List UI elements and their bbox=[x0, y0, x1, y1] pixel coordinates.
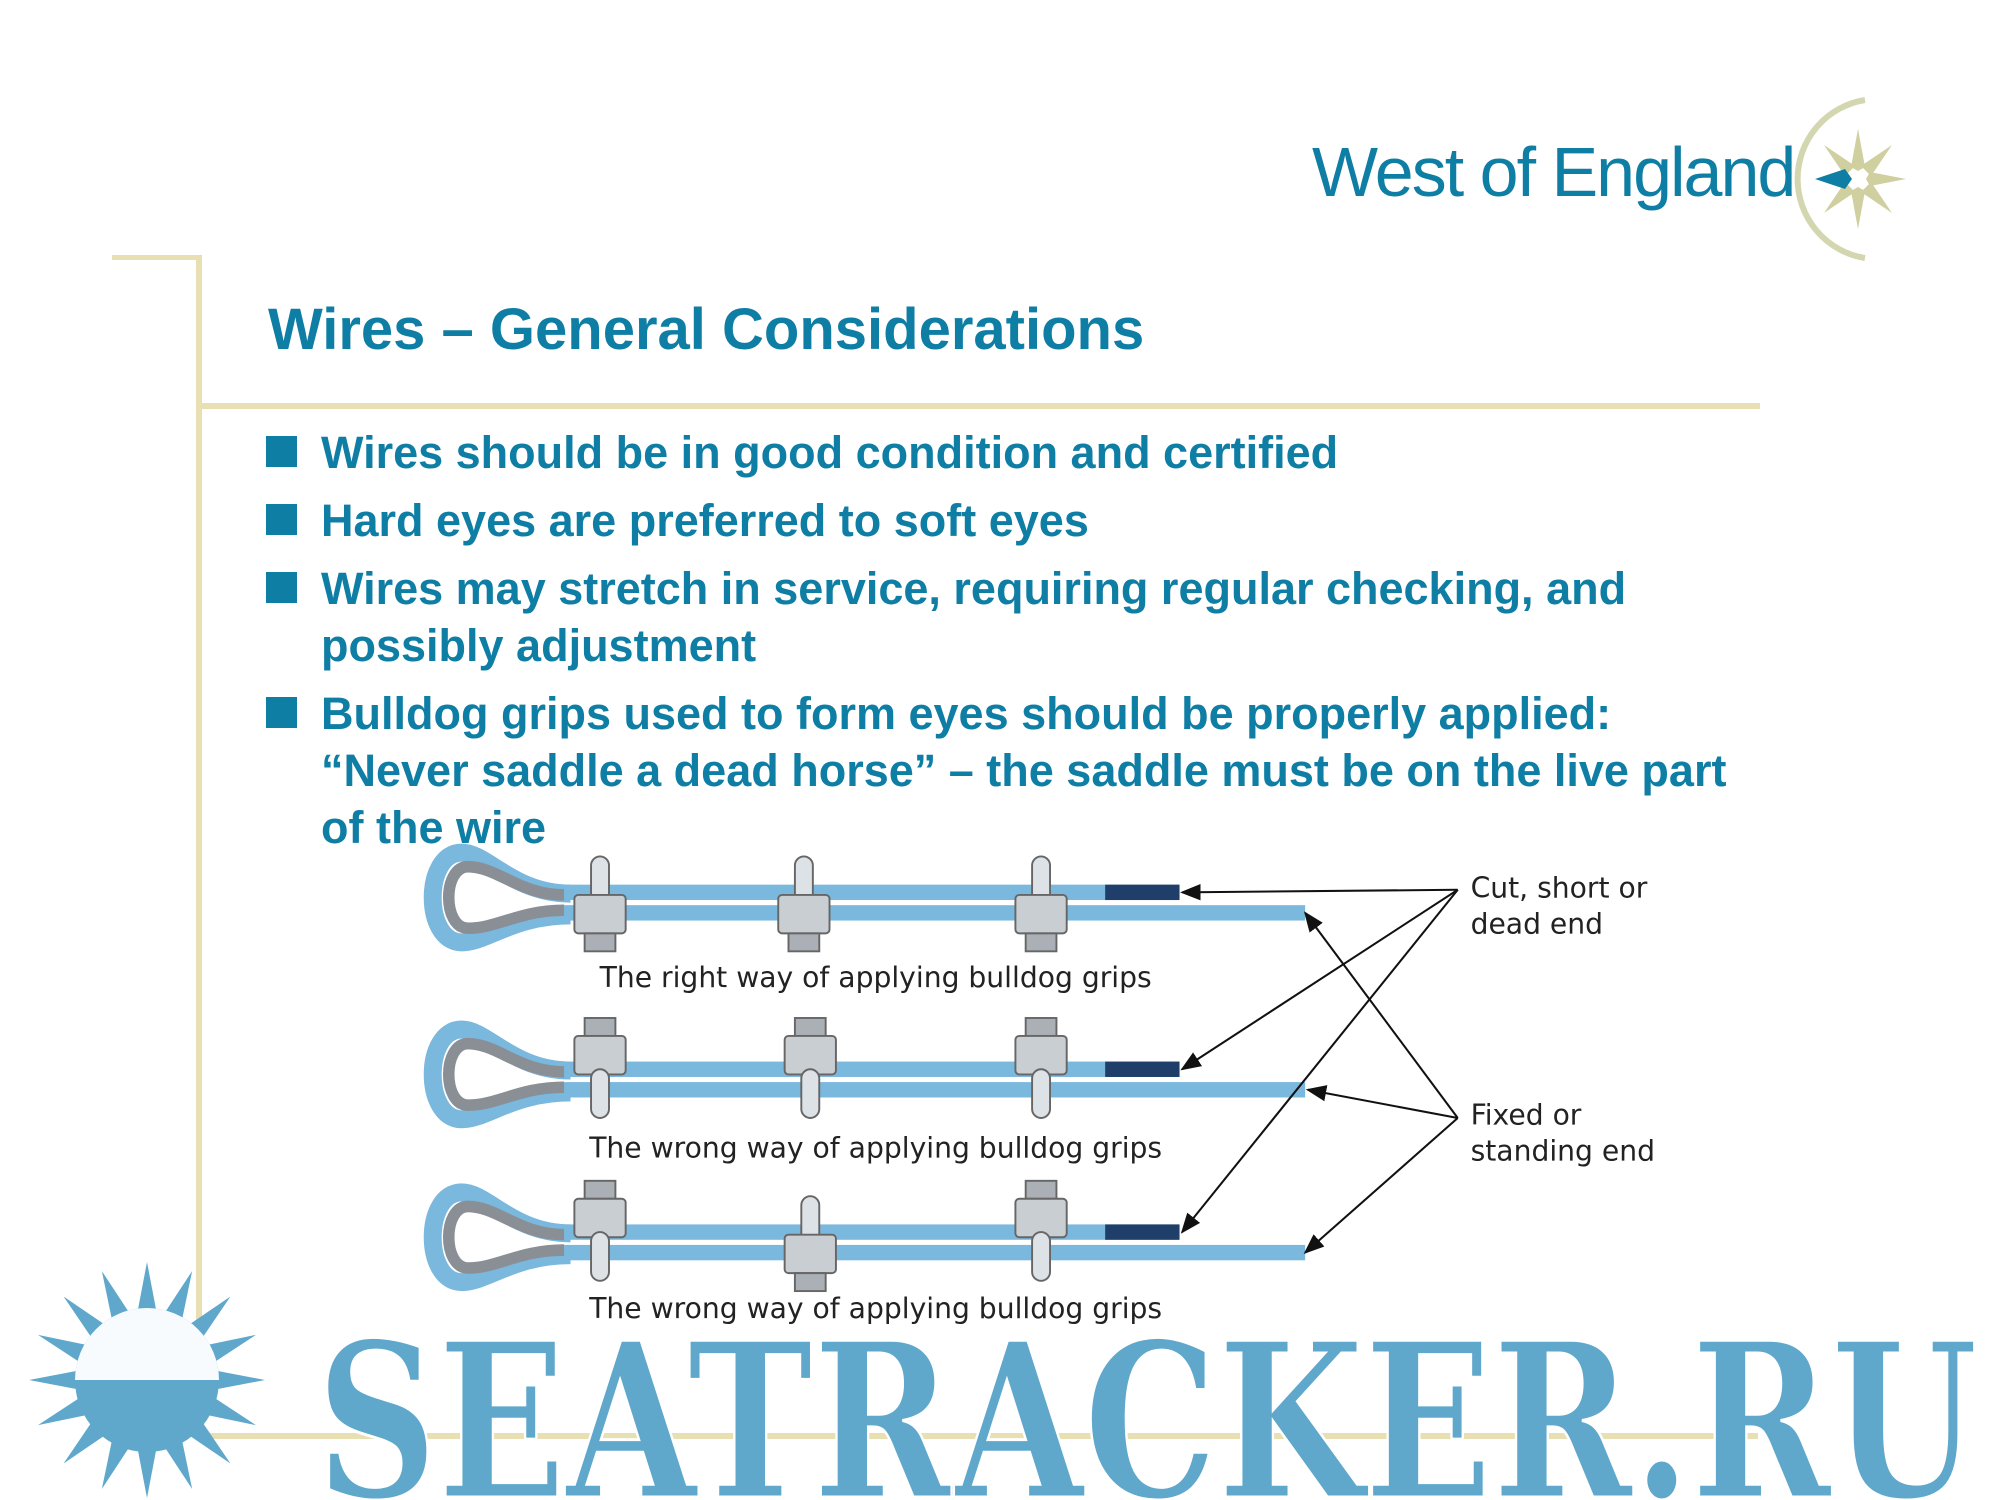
bullet-square-icon bbox=[266, 697, 297, 728]
label-dead-end-2: dead end bbox=[1471, 907, 1603, 940]
bullet-text: Wires may stretch in service, requiring … bbox=[321, 563, 1627, 671]
bullet-text: Bulldog grips used to form eyes should b… bbox=[321, 688, 1727, 853]
slide-title: Wires – General Considerations bbox=[268, 297, 1145, 362]
label-dead-end-1: Cut, short or bbox=[1471, 871, 1648, 904]
frame-top-stub bbox=[112, 255, 202, 260]
bullet-square-icon bbox=[266, 504, 297, 535]
bullet-list: Wires should be in good condition and ce… bbox=[266, 424, 1746, 867]
watermark: SEATRACKER.RU bbox=[29, 1262, 1980, 1500]
caption-right-way: The right way of applying bulldog grips bbox=[599, 961, 1152, 994]
logo-text: West of England bbox=[1312, 133, 1796, 211]
bullet-item: Wires may stretch in service, requiring … bbox=[266, 560, 1746, 674]
bullet-item: Bulldog grips used to form eyes should b… bbox=[266, 685, 1746, 856]
label-standing-end-2: standing end bbox=[1471, 1134, 1655, 1167]
bullet-item: Wires should be in good condition and ce… bbox=[266, 424, 1746, 481]
label-standing-end-1: Fixed or bbox=[1471, 1098, 1582, 1131]
bullet-text: Hard eyes are preferred to soft eyes bbox=[321, 495, 1089, 546]
bullet-text: Wires should be in good condition and ce… bbox=[321, 427, 1339, 478]
caption-wrong-way-1: The wrong way of applying bulldog grips bbox=[588, 1132, 1162, 1165]
wire-row-right bbox=[433, 853, 1305, 953]
title-divider bbox=[196, 403, 1760, 409]
bullet-square-icon bbox=[266, 436, 297, 467]
caption-wrong-way-2: The wrong way of applying bulldog grips bbox=[588, 1292, 1162, 1325]
logo-compass-icon bbox=[1794, 97, 1906, 261]
wire-row-wrong-1 bbox=[433, 1017, 1305, 1119]
bullet-square-icon bbox=[266, 572, 297, 603]
frame-bottom-line bbox=[196, 1433, 1758, 1439]
bullet-item: Hard eyes are preferred to soft eyes bbox=[266, 492, 1746, 549]
watermark-text: SEATRACKER.RU bbox=[316, 1295, 1978, 1500]
pointer-arrows bbox=[1180, 883, 1459, 1254]
sun-icon bbox=[29, 1262, 265, 1498]
frame-vertical-line bbox=[196, 255, 202, 1439]
